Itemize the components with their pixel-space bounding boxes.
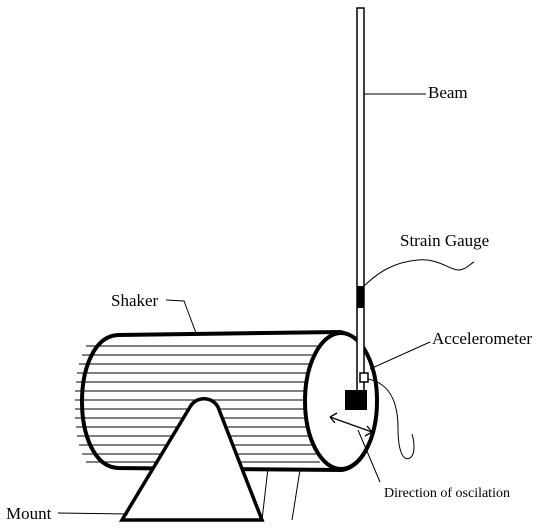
label-mount: Mount [6,504,52,523]
accelerometer [359,372,369,383]
beam [356,7,365,394]
direction-arrow [329,412,373,437]
leader-lines [57,93,475,515]
mount-triangle [118,397,265,522]
shaker-armature-block [345,390,367,410]
shaker-leader [165,299,197,334]
accelerometer-leader [369,341,431,370]
mount-leader [57,512,129,515]
label-shaker: Shaker [111,291,159,310]
direction-leader [357,429,381,483]
label-direction-of-oscillation: Direction of oscilation [384,486,510,501]
accelerometer-cable [367,378,415,460]
label-accelerometer: Accelerometer [432,329,533,348]
label-beam: Beam [428,83,468,102]
strain-gauge [357,286,364,308]
shaker-stand-legs [261,467,301,521]
strain-gauge-wire [361,259,475,289]
label-strain-gauge: Strain Gauge [400,231,490,250]
